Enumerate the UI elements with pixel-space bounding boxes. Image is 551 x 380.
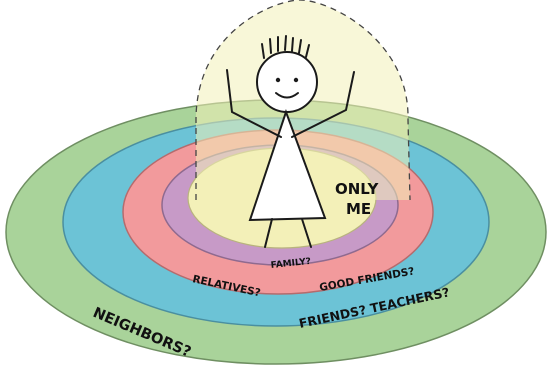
label-me: ME	[346, 200, 371, 218]
stick-figure-icon	[226, 35, 355, 248]
label-only: ONLY	[335, 180, 380, 198]
label-family: FAMILY?	[270, 257, 311, 271]
